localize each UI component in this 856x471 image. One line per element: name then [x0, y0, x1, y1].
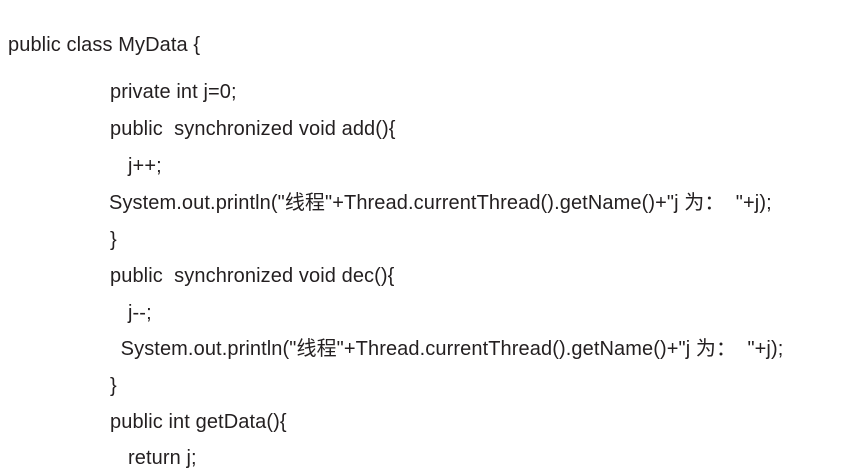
code-line: public int getData(){ — [110, 411, 287, 433]
code-line: } — [110, 229, 117, 251]
code-line: public synchronized void add(){ — [110, 118, 396, 140]
code-line: public synchronized void dec(){ — [110, 265, 395, 287]
code-line: public class MyData { — [8, 34, 201, 56]
code-line: return j; — [128, 447, 197, 469]
code-line: j++; — [128, 155, 162, 177]
code-line: private int j=0; — [110, 81, 237, 103]
code-snippet-page: public class MyData { private int j=0; p… — [8, 34, 784, 469]
code-line: } — [110, 375, 117, 397]
code-line: j--; — [128, 302, 152, 324]
code-line: System.out.println("线程"+Thread.currentTh… — [115, 338, 784, 360]
code-line: System.out.println("线程"+Thread.currentTh… — [109, 192, 772, 214]
